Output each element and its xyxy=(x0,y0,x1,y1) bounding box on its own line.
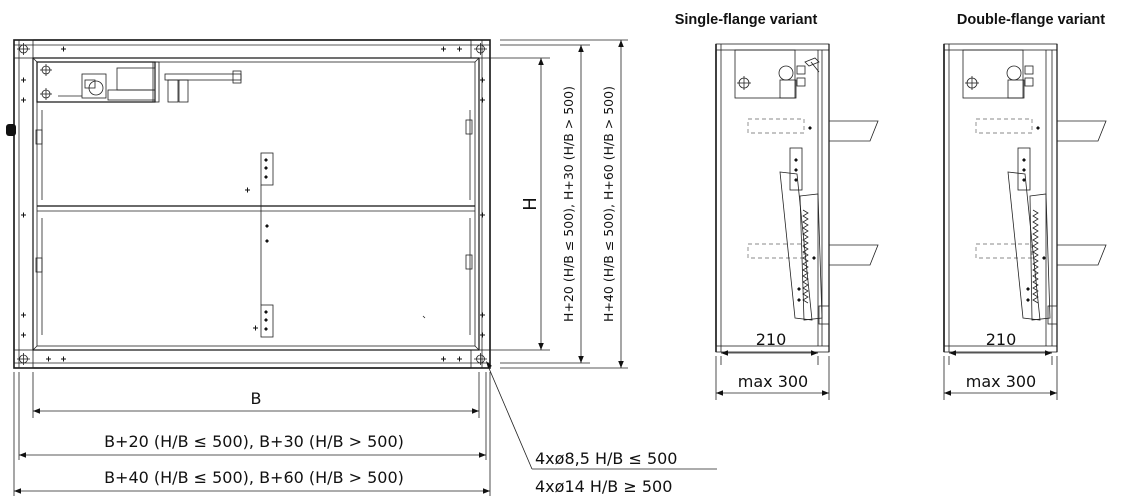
double-depth-label: 210 xyxy=(986,330,1017,349)
dim-height-label: H xyxy=(520,197,541,211)
screw-markers xyxy=(21,46,485,362)
hole-callout: 4xø8,5 H/B ≤ 500 4xø14 H/B ≥ 500 xyxy=(486,361,717,496)
double-flange-title: Double-flange variant xyxy=(957,12,1105,28)
blade-hinges xyxy=(245,152,274,338)
outer-flange-frame xyxy=(13,39,491,369)
single-depth-label: 210 xyxy=(756,330,787,349)
holes-large-label: 4xø14 H/B ≥ 500 xyxy=(535,477,672,496)
handle xyxy=(6,124,16,136)
front-view xyxy=(6,39,491,369)
inner-flange-frame xyxy=(32,57,480,351)
holes-small-label: 4xø8,5 H/B ≤ 500 xyxy=(535,449,677,468)
double-max-depth-label: max 300 xyxy=(966,372,1036,391)
single-flange-title: Single-flange variant xyxy=(675,12,818,28)
actuator xyxy=(36,61,242,103)
dim-width-20-30-label: B+20 (H/B ≤ 500), B+30 (H/B > 500) xyxy=(104,432,404,451)
single-max-depth-label: max 300 xyxy=(738,372,808,391)
double-flange-view: Double-flange variant xyxy=(943,12,1107,400)
dim-width-label: B xyxy=(251,389,262,408)
single-flange-view: Single-flange variant xyxy=(675,12,879,400)
horizontal-dimensions: B B+20 (H/B ≤ 500), B+30 (H/B > 500) B+4… xyxy=(13,372,491,496)
corner-holes xyxy=(13,39,491,369)
vertical-dimensions: H H+20 (H/B ≤ 500), H+30 (H/B > 500) H+4… xyxy=(490,39,628,369)
dim-height-40-60-label: H+40 (H/B ≤ 500), H+60 (H/B > 500) xyxy=(601,86,616,322)
dim-height-20-30-label: H+20 (H/B ≤ 500), H+30 (H/B > 500) xyxy=(561,86,576,322)
dim-width-40-60-label: B+40 (H/B ≤ 500), B+60 (H/B > 500) xyxy=(104,468,404,487)
